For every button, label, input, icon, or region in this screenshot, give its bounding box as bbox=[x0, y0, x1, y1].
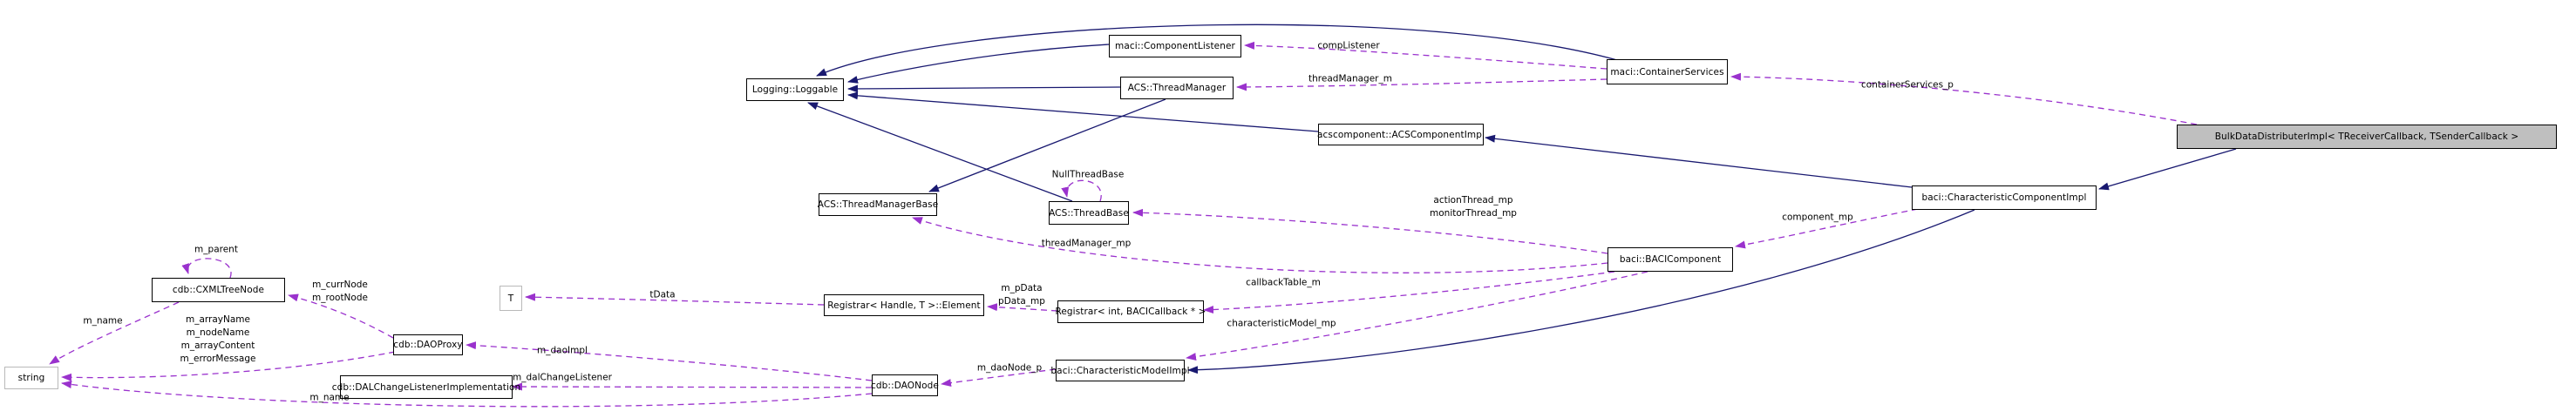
edge-usage-containerservices-threadmanager bbox=[1236, 78, 1607, 91]
edge-usage-registrarint-element bbox=[987, 303, 1058, 312]
node-registrar-handle-element[interactable]: Registrar< Handle, T >::Element bbox=[824, 294, 984, 316]
edge-label-m-errormessage: m_errorMessage bbox=[180, 354, 256, 364]
node-acs-threadbase[interactable]: ACS::ThreadBase bbox=[1049, 201, 1129, 225]
edge-label-m-rootnode: m_rootNode bbox=[312, 293, 368, 303]
edge-label-m-arraycontent: m_arrayContent bbox=[180, 340, 255, 351]
edge-label-pdata-mp: pData_mp bbox=[998, 296, 1045, 307]
node-cdb-daoproxy[interactable]: cdb::DAOProxy bbox=[393, 334, 463, 355]
node-cdb-daonode[interactable]: cdb::DAONode bbox=[871, 374, 939, 396]
edge-usage-bacicomponent-threadmanagerbase bbox=[912, 217, 1608, 273]
edge-inherit-charcomponentimpl-acscomponentimpl bbox=[1485, 134, 1913, 188]
edge-usage-cxmltreenode-string bbox=[49, 301, 180, 365]
node-maci-containerservices[interactable]: maci::ContainerServices bbox=[1607, 59, 1728, 84]
edge-label-m-currnode: m_currNode bbox=[312, 280, 368, 290]
edge-label-m-name-treenode: m_name bbox=[83, 315, 123, 327]
edge-inherit-threadbase-loggable bbox=[807, 102, 1073, 202]
edge-label-action-monitor-thread: actionThread_mp monitorThread_mp bbox=[1430, 194, 1517, 220]
edge-label-currnode-rootnode: m_currNode m_rootNode bbox=[312, 279, 368, 305]
edge-label-nullthreadbase: NullThreadBase bbox=[1051, 169, 1125, 180]
edge-label-containerservices-p: containerServices_p bbox=[1861, 79, 1954, 91]
node-baci-characteristiccomponentimpl[interactable]: baci::CharacteristicComponentImpl bbox=[1912, 185, 2097, 210]
edge-label-callbacktable-m: callbackTable_m bbox=[1246, 277, 1321, 288]
node-cdb-cxmltreenode[interactable]: cdb::CXMLTreeNode bbox=[152, 278, 285, 302]
edge-usage-charmodelimpl-daonode bbox=[941, 368, 1057, 388]
edge-usage-daonode-daoproxy bbox=[466, 341, 873, 381]
edge-usage-cxmltreenode-self bbox=[181, 258, 232, 279]
node-cdb-dalchangelistenerimplementation[interactable]: cdb::DALChangeListenerImplementation bbox=[332, 375, 520, 399]
edge-inherit-threadmanager-threadmanagerbase bbox=[928, 98, 1166, 192]
node-template-t[interactable]: T bbox=[500, 286, 522, 311]
node-string[interactable]: string bbox=[4, 367, 58, 389]
edge-usage-daoproxy-string bbox=[61, 351, 396, 381]
edge-label-complistener: compListener bbox=[1317, 40, 1380, 51]
node-bulkdatadistributerimpl[interactable]: BulkDataDistributerImpl< TReceiverCallba… bbox=[2177, 125, 2557, 149]
edge-inherit-containerservices-loggable bbox=[816, 24, 1618, 77]
edge-usage-daoproxy-cxmltreenode bbox=[288, 293, 394, 339]
edge-usage-bacicomponent-charmodelimpl bbox=[1186, 271, 1648, 361]
edge-label-daoproxy-strings: m_arrayName m_nodeName m_arrayContent m_… bbox=[180, 314, 256, 366]
node-baci-bacicomponent[interactable]: baci::BACIComponent bbox=[1607, 247, 1733, 272]
edge-usage-bacicomponent-registrarint bbox=[1203, 271, 1615, 314]
edge-usage-bulkdata-containerservices bbox=[1730, 72, 2198, 125]
node-baci-characteristicmodelimpl[interactable]: baci::CharacteristicModelImpl bbox=[1050, 360, 1190, 381]
edge-usage-bacicomponent-threadbase bbox=[1132, 208, 1608, 254]
node-acscomponent-acscomponentimpl[interactable]: acscomponent::ACSComponentImpl bbox=[1317, 124, 1485, 145]
edge-label-tdata: tData bbox=[649, 289, 676, 300]
edge-label-m-daonode-p: m_daoNode_p bbox=[976, 362, 1043, 374]
edge-label-actionthread-mp: actionThread_mp bbox=[1433, 195, 1513, 206]
edge-inherit-bulkdata-charcomponentimpl bbox=[2098, 148, 2237, 191]
edge-label-m-pdata: m_pData bbox=[1001, 283, 1043, 293]
edge-label-m-nodename: m_nodeName bbox=[186, 327, 250, 338]
edge-label-component-mp: component_mp bbox=[1782, 212, 1853, 223]
edge-usage-containerservices-componentlistener bbox=[1244, 41, 1607, 70]
edge-label-pdata: m_pData pData_mp bbox=[998, 282, 1045, 308]
edge-inherit-charcomponentimpl-charmodelimpl bbox=[1187, 209, 1975, 374]
edge-label-m-daoimpl: m_daoImpl bbox=[537, 345, 588, 356]
edge-inherit-componentlistener-loggable bbox=[847, 44, 1110, 84]
edge-label-m-parent: m_parent bbox=[194, 244, 238, 255]
node-maci-componentlistener[interactable]: maci::ComponentListener bbox=[1109, 35, 1241, 57]
edge-inherit-threadmanager-loggable bbox=[847, 84, 1121, 93]
edge-usage-threadbase-self bbox=[1061, 179, 1102, 202]
node-acs-threadmanager[interactable]: ACS::ThreadManager bbox=[1120, 77, 1234, 99]
edge-label-m-name-daonode: m_name bbox=[309, 392, 350, 403]
edge-label-threadmanager-m: threadManager_m bbox=[1308, 73, 1392, 84]
edge-usage-element-t bbox=[525, 293, 825, 306]
edge-label-m-dalchangelistener: m_dalChangeListener bbox=[513, 372, 612, 383]
edge-inherit-acscomponentimpl-loggable bbox=[847, 91, 1319, 132]
edge-label-characteristicmodel-mp: characteristicModel_mp bbox=[1227, 318, 1336, 329]
edge-usage-daonode-dalchangelistener bbox=[512, 382, 873, 391]
edge-label-m-arrayname: m_arrayName bbox=[185, 314, 250, 325]
node-acs-threadmanagerbase[interactable]: ACS::ThreadManagerBase bbox=[818, 193, 938, 216]
edge-label-threadmanager-mp: threadManager_mp bbox=[1041, 238, 1132, 249]
node-registrar-int-bacicallback[interactable]: Registrar< int, BACICallback * > bbox=[1055, 300, 1206, 323]
node-logging-loggable[interactable]: Logging::Loggable bbox=[746, 78, 844, 101]
edge-label-monitorthread-mp: monitorThread_mp bbox=[1430, 208, 1517, 219]
